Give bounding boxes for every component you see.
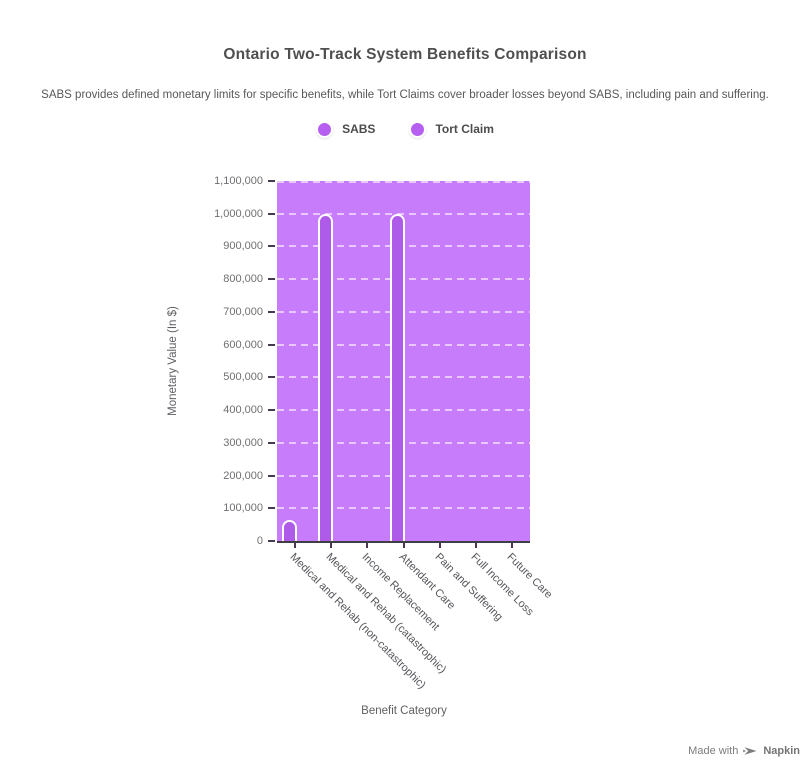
bar-sabs[interactable] <box>390 213 405 541</box>
x-axis-tick-mark <box>294 543 297 548</box>
y-axis-tick-mark <box>268 540 275 542</box>
y-axis-tick-mark <box>268 441 275 444</box>
y-axis-tick-label: 0 <box>256 535 263 547</box>
y-axis-tick-label: 700,000 <box>223 305 263 318</box>
x-axis-category-label: Pain and Suffering <box>432 551 505 624</box>
x-axis-category-label: Full Income Loss <box>468 551 536 619</box>
plot-area <box>277 181 530 543</box>
made-with-label: Made with <box>688 745 739 757</box>
x-axis-tick-mark <box>330 543 333 548</box>
y-axis-tick-mark <box>268 245 275 248</box>
y-axis-tick-mark <box>268 278 275 281</box>
y-axis-tick-label: 100,000 <box>223 502 263 515</box>
legend-item-tort-claim[interactable]: Tort Claim <box>409 120 494 138</box>
y-axis-tick-mark <box>268 212 275 215</box>
legend-item-label: Tort Claim <box>435 122 494 136</box>
bar-sabs[interactable] <box>281 519 297 541</box>
y-axis-tick-mark <box>268 474 275 477</box>
y-axis-tick-label: 1,000,000 <box>214 207 263 220</box>
x-axis-tick-mark <box>510 543 513 548</box>
y-axis-tick-mark <box>268 507 275 510</box>
chart-subtitle: SABS provides defined monetary limits fo… <box>41 89 769 101</box>
y-axis-tick-mark <box>268 180 275 182</box>
legend-item-label: SABS <box>342 122 376 136</box>
gridline <box>277 212 530 215</box>
y-axis-title: Monetary Value (In $) <box>167 306 179 416</box>
legend-swatch-icon <box>316 120 334 138</box>
gridline <box>277 181 530 183</box>
y-axis-tick-mark <box>268 310 275 313</box>
y-axis-tick-label: 400,000 <box>223 404 263 417</box>
y-axis-tick-label: 900,000 <box>223 240 263 253</box>
y-axis-tick-mark <box>268 343 275 346</box>
x-axis-tick-mark <box>366 543 369 548</box>
napkin-logo-icon <box>743 747 757 755</box>
x-axis-tick-mark <box>438 543 441 548</box>
napkin-credit: Made with Napkin <box>688 744 800 758</box>
y-axis-tick-label: 600,000 <box>223 338 263 351</box>
legend-swatch-icon <box>409 120 427 138</box>
y-axis-tick-label: 1,100,000 <box>214 175 263 187</box>
napkin-brand-link[interactable]: Napkin <box>763 745 800 757</box>
x-axis-tick-mark <box>474 543 477 548</box>
x-axis-tick-mark <box>402 543 405 548</box>
y-axis-tick-mark <box>268 376 275 379</box>
legend: SABS Tort Claim <box>0 119 810 139</box>
y-axis-tick-label: 300,000 <box>223 436 263 449</box>
y-axis-tick-mark <box>268 409 275 412</box>
y-axis-tick-label: 200,000 <box>223 469 263 482</box>
y-axis-tick-label: 500,000 <box>223 371 263 384</box>
x-axis-category-label: Medical and Rehab (non-catastrophic) <box>287 551 428 692</box>
x-axis-title: Benefit Category <box>361 705 447 717</box>
y-axis-tick-label: 800,000 <box>223 273 263 286</box>
legend-item-sabs[interactable]: SABS <box>316 120 376 138</box>
chart-title: Ontario Two-Track System Benefits Compar… <box>223 46 587 63</box>
bar-sabs[interactable] <box>317 213 333 541</box>
